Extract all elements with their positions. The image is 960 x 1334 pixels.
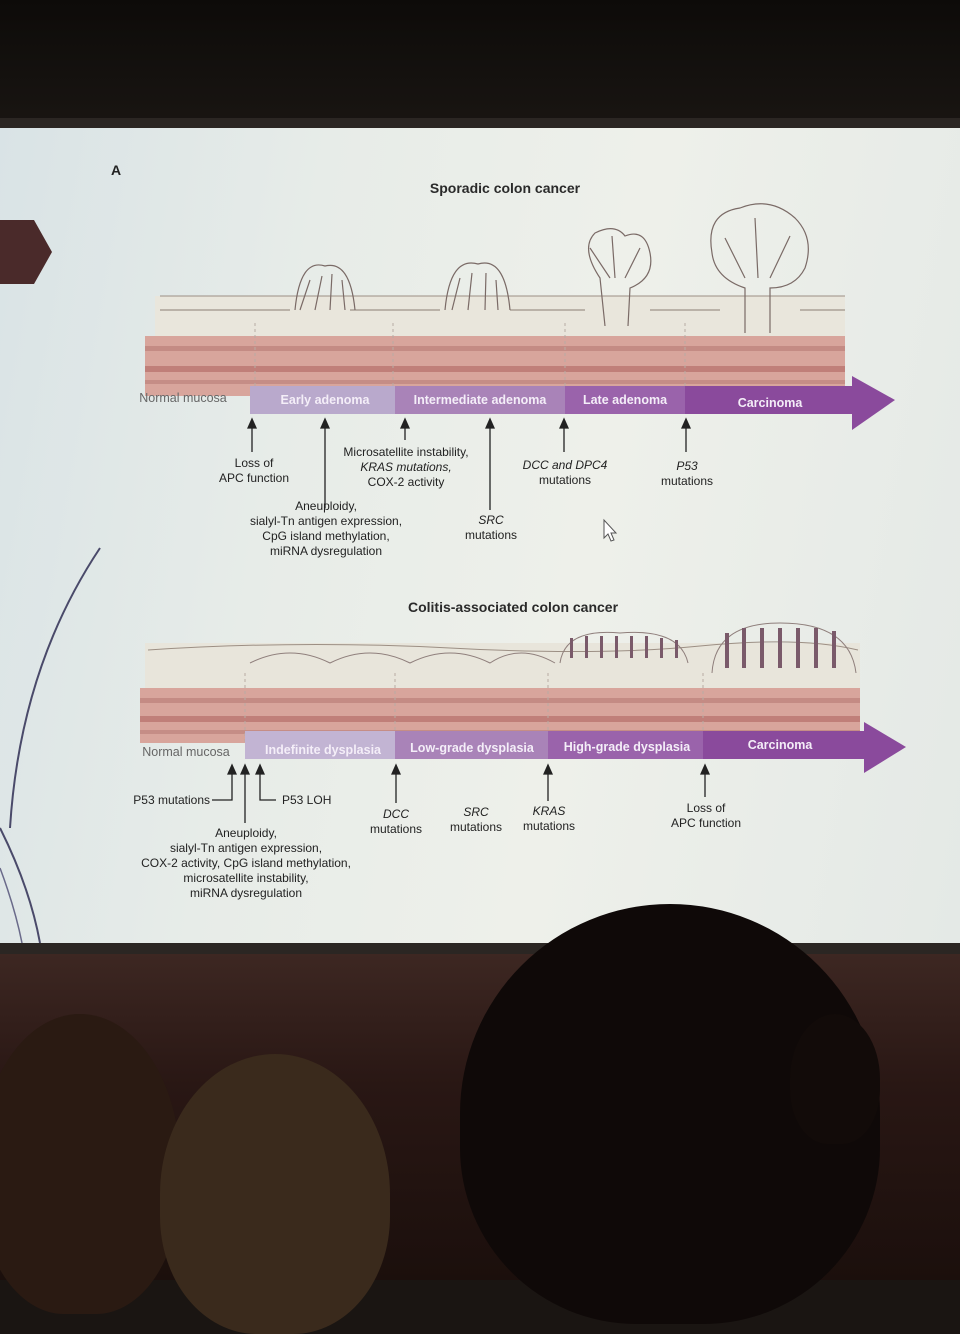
colitis-event-p53-mutations: P53 mutations <box>133 793 210 808</box>
event-text: miRNA dysregulation <box>269 544 383 558</box>
colitis-event-dcc: DCC mutations <box>370 807 422 837</box>
event-text: COX-2 activity, CpG island methylation, <box>141 856 351 870</box>
event-text: mutations <box>522 819 576 833</box>
event-text: SRC <box>478 513 504 527</box>
event-text: mutations <box>449 820 503 834</box>
colitis-stage-low-grade: Low-grade dysplasia <box>410 741 534 755</box>
event-text: KRAS <box>532 804 566 818</box>
sporadic-event-msi: Microsatellite instability, KRAS mutatio… <box>343 445 468 490</box>
event-text: mutations <box>538 473 592 487</box>
event-text: CpG island methylation, <box>262 529 390 543</box>
projected-slide: A Sporadic colon cancer <box>0 128 960 943</box>
colitis-event-apc: Loss of APC function <box>671 801 741 831</box>
event-text: KRAS mutations, <box>360 460 452 474</box>
event-text: mutations <box>369 822 423 836</box>
colitis-event-p53-loh: P53 LOH <box>282 793 331 808</box>
event-text: sialyl-Tn antigen expression, <box>249 514 403 528</box>
mouse-cursor-icon <box>603 518 618 542</box>
event-text: microsatellite instability, <box>183 871 309 885</box>
colitis-title: Colitis-associated colon cancer <box>407 599 619 615</box>
event-text: APC function <box>670 816 742 830</box>
event-text: P53 LOH <box>282 793 332 807</box>
colitis-stage-high-grade: High-grade dysplasia <box>563 740 691 754</box>
colitis-event-kras: KRAS mutations <box>523 804 575 834</box>
sporadic-event-src: SRC mutations <box>465 513 517 543</box>
sporadic-stage-intermediate: Intermediate adenoma <box>413 393 547 407</box>
sporadic-title: Sporadic colon cancer <box>429 180 581 196</box>
sporadic-progression-arrow <box>250 376 895 430</box>
colitis-progression-arrow <box>245 722 906 773</box>
colitis-stage-indefinite: Indefinite dysplasia <box>264 743 382 757</box>
event-text: DCC <box>383 807 409 821</box>
event-text: Aneuploidy, <box>295 499 357 513</box>
event-text: Loss of <box>234 456 274 470</box>
sporadic-event-apc: Loss of APC function <box>219 456 289 486</box>
event-text: APC function <box>218 471 290 485</box>
sporadic-event-p53: P53 mutations <box>661 459 713 489</box>
sporadic-event-dcc: DCC and DPC4 mutations <box>523 458 608 488</box>
event-text: mutations <box>464 528 518 542</box>
event-text: DCC and DPC4 <box>522 458 608 472</box>
colitis-stage-normal: Normal mucosa <box>142 745 230 759</box>
audience-head <box>160 1054 390 1334</box>
slide-nav-arrow-icon <box>0 220 52 284</box>
event-text: SRC <box>463 805 489 819</box>
event-text: COX-2 activity <box>367 475 445 489</box>
audience-area <box>0 904 960 1334</box>
event-text: miRNA dysregulation <box>189 886 303 900</box>
slide-decorative-curves <box>0 547 101 943</box>
audience-head <box>0 1014 180 1314</box>
event-text: sialyl-Tn antigen expression, <box>169 841 323 855</box>
event-text: mutations <box>660 474 714 488</box>
sporadic-stage-carcinoma: Carcinoma <box>737 396 803 410</box>
sporadic-event-arrows <box>246 417 692 510</box>
colitis-event-aneuploidy: Aneuploidy, sialyl-Tn antigen expression… <box>141 826 351 901</box>
event-text: Loss of <box>686 801 726 815</box>
event-text: P53 mutations <box>133 793 210 807</box>
sporadic-stage-late: Late adenoma <box>582 393 668 407</box>
colitis-event-arrows <box>212 763 711 823</box>
colitis-stage-carcinoma: Carcinoma <box>747 738 813 752</box>
sporadic-event-aneuploidy: Aneuploidy, sialyl-Tn antigen expression… <box>250 499 402 559</box>
colitis-event-src: SRC mutations <box>450 805 502 835</box>
sporadic-stage-early: Early adenoma <box>280 393 370 407</box>
panel-label: A <box>111 162 122 178</box>
sporadic-stage-normal: Normal mucosa <box>139 391 227 405</box>
event-text: Aneuploidy, <box>215 826 277 840</box>
event-text: Microsatellite instability, <box>343 445 469 459</box>
event-text: P53 <box>676 459 698 473</box>
audience-head <box>790 1014 880 1144</box>
room-ceiling <box>0 0 960 125</box>
